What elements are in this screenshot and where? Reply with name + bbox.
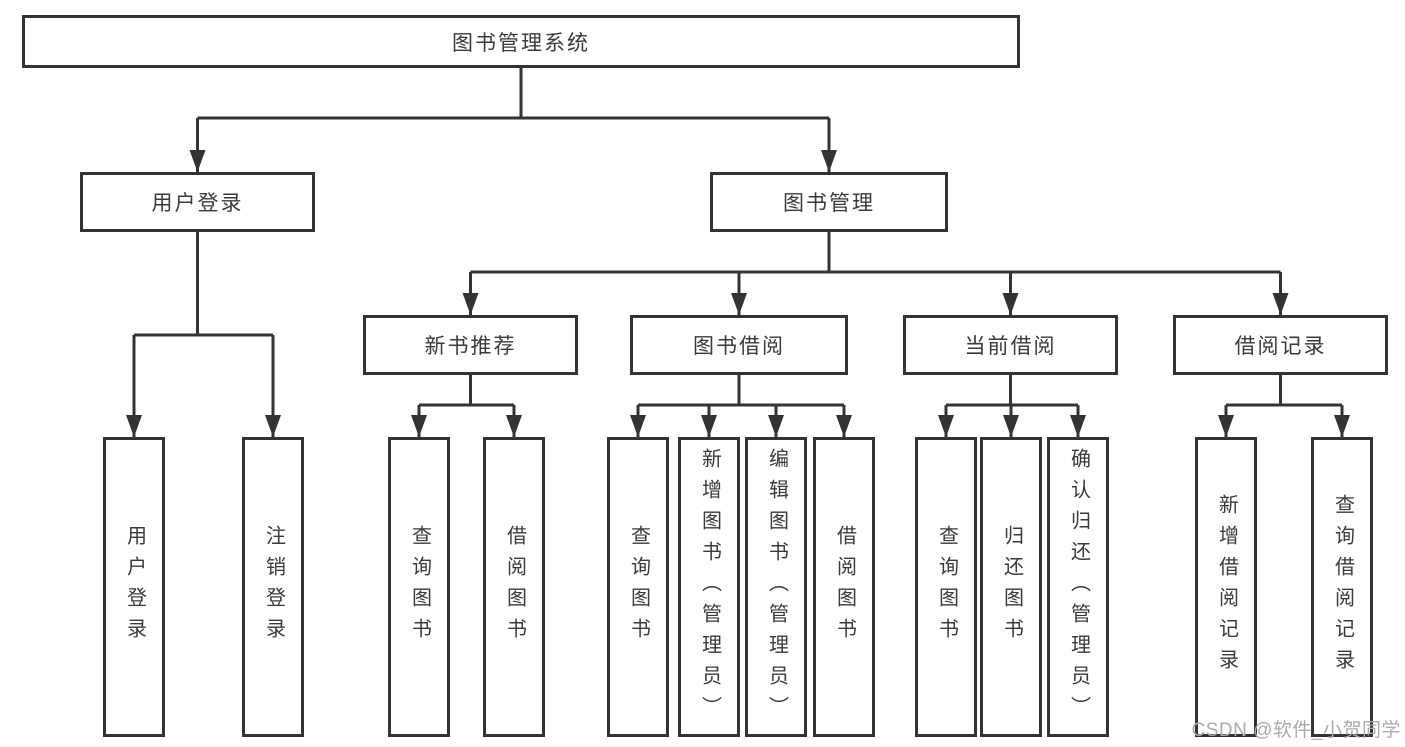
arrowheads (126, 150, 1350, 437)
leaf-borrow-books-recommend: 借阅图书 (483, 437, 545, 737)
leaf-logout: 注销登录 (242, 437, 304, 737)
node-new-book-recommend: 新书推荐 (363, 315, 578, 375)
leaf-add-borrow-record: 新增借阅记录 (1195, 437, 1257, 737)
leaf-query-borrow-record: 查询借阅记录 (1311, 437, 1373, 737)
connector-new-book-recommend-to-leaves (417, 375, 516, 437)
node-current-borrow: 当前借阅 (903, 315, 1118, 375)
leaf-add-book-admin: 新增图书（管理员） (678, 437, 740, 737)
leaf-query-books-recommend: 查询图书 (388, 437, 450, 737)
connector-book-borrow-to-leaves (636, 375, 846, 437)
node-library-management-system: 图书管理系统 (22, 15, 1020, 68)
leaf-borrow-books: 借阅图书 (813, 437, 875, 737)
connector-book-management-to-level2 (469, 232, 1282, 315)
leaf-edit-book-admin: 编辑图书（管理员） (745, 437, 807, 737)
node-book-management: 图书管理 (710, 172, 948, 232)
connector-borrow-record-to-leaves (1224, 375, 1344, 437)
leaf-query-books-current: 查询图书 (915, 437, 977, 737)
node-borrow-record: 借阅记录 (1173, 315, 1388, 375)
leaf-return-book: 归还图书 (980, 437, 1042, 737)
connector-root-to-level1 (196, 68, 831, 172)
leaf-query-books-borrow: 查询图书 (607, 437, 669, 737)
leaf-confirm-return-admin: 确认归还（管理员） (1047, 437, 1109, 737)
node-book-borrow: 图书借阅 (630, 315, 848, 375)
connector-user-login-to-leaves (132, 232, 275, 437)
node-user-login: 用户登录 (80, 172, 315, 232)
leaf-user-login: 用户登录 (103, 437, 165, 737)
csdn-watermark: CSDN @软件_小贺同学 (1191, 720, 1401, 741)
